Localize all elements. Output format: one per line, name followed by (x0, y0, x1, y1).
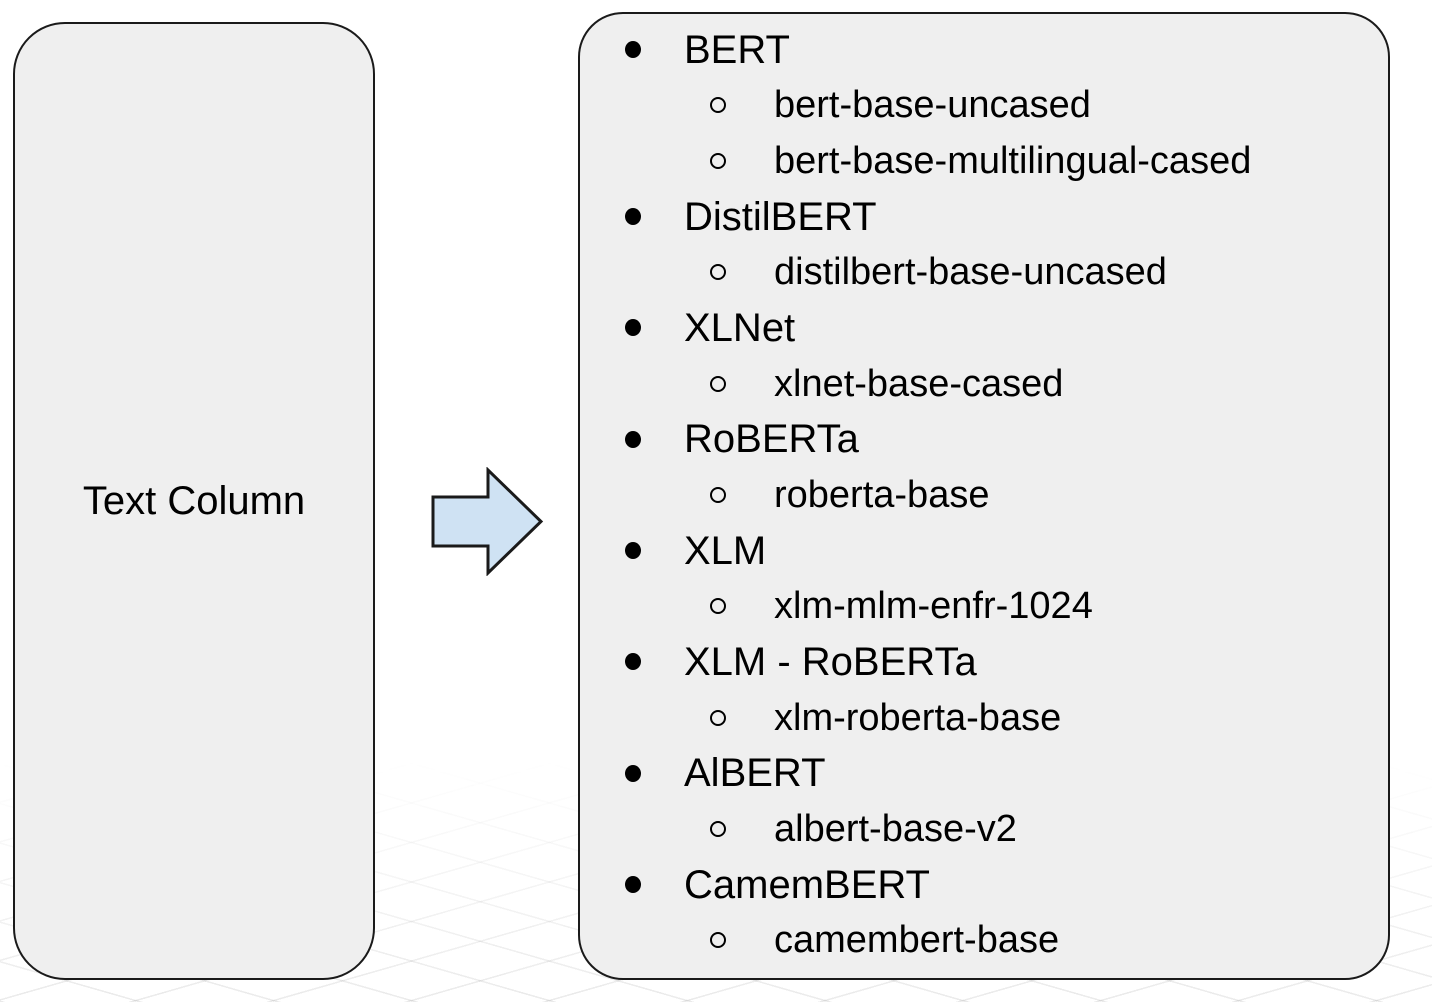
model-label: BERT (684, 27, 790, 72)
model-checkpoint-item: bert-base-multilingual-cased (580, 137, 1378, 185)
model-list: BERT bert-base-uncased bert-base-multiling… (580, 14, 1388, 978)
model-label: bert-base-uncased (774, 84, 1091, 127)
model-label: CamemBERT (684, 862, 930, 907)
model-family-item: AlBERT (580, 749, 1378, 797)
model-checkpoint-item: xlm-mlm-enfr-1024 (580, 582, 1378, 630)
model-family-item: CamemBERT (580, 861, 1378, 909)
model-label: xlm-mlm-enfr-1024 (774, 585, 1093, 628)
model-label: distilbert-base-uncased (774, 251, 1167, 294)
model-family-item: BERT (580, 26, 1378, 74)
text-column-label: Text Column (82, 479, 306, 523)
filled-bullet-icon (625, 208, 641, 226)
model-label: DistilBERT (684, 194, 877, 239)
hollow-bullet-icon (710, 152, 726, 169)
hollow-bullet-icon (710, 709, 726, 726)
model-checkpoint-item: albert-base-v2 (580, 805, 1378, 853)
model-label: XLM - RoBERTa (684, 639, 977, 684)
hollow-bullet-icon (710, 375, 726, 392)
model-list-box: BERT bert-base-uncased bert-base-multiling… (578, 12, 1390, 980)
hollow-bullet-icon (710, 598, 726, 615)
filled-bullet-icon (625, 542, 641, 560)
model-family-item: DistilBERT (580, 193, 1378, 241)
filled-bullet-icon (625, 430, 641, 448)
model-checkpoint-item: distilbert-base-uncased (580, 248, 1378, 296)
model-family-item: XLM (580, 527, 1378, 575)
hollow-bullet-icon (710, 97, 726, 114)
arrow-right-svg (431, 466, 544, 577)
model-label: RoBERTa (684, 417, 859, 462)
model-family-item: XLM - RoBERTa (580, 638, 1378, 686)
model-checkpoint-item: xlnet-base-cased (580, 360, 1378, 408)
model-label: camembert-base (774, 919, 1060, 962)
model-label: XLM (684, 528, 767, 573)
model-label: XLNet (684, 305, 796, 350)
model-checkpoint-item: camembert-base (580, 916, 1378, 964)
hollow-bullet-icon (710, 932, 726, 949)
hollow-bullet-icon (710, 264, 726, 281)
filled-bullet-icon (625, 41, 641, 59)
model-checkpoint-item: bert-base-uncased (580, 81, 1378, 129)
filled-bullet-icon (625, 319, 641, 337)
model-label: xlm-roberta-base (774, 696, 1062, 739)
model-label: xlnet-base-cased (774, 362, 1064, 405)
model-label: AlBERT (684, 751, 826, 796)
model-label: albert-base-v2 (774, 807, 1017, 850)
model-family-item: RoBERTa (580, 415, 1378, 463)
filled-bullet-icon (625, 876, 641, 893)
hollow-bullet-icon (710, 486, 726, 503)
model-family-item: XLNet (580, 304, 1378, 352)
filled-bullet-icon (625, 764, 641, 782)
arrow-right-icon (431, 466, 544, 577)
arrow-right-shape (431, 466, 544, 577)
model-checkpoint-item: roberta-base (580, 471, 1378, 519)
model-checkpoint-item: xlm-roberta-base (580, 694, 1378, 742)
model-label: bert-base-multilingual-cased (774, 139, 1252, 182)
text-column-box: Text Column (13, 22, 375, 980)
filled-bullet-icon (625, 653, 641, 671)
model-label: roberta-base (774, 473, 990, 516)
hollow-bullet-icon (710, 820, 726, 837)
